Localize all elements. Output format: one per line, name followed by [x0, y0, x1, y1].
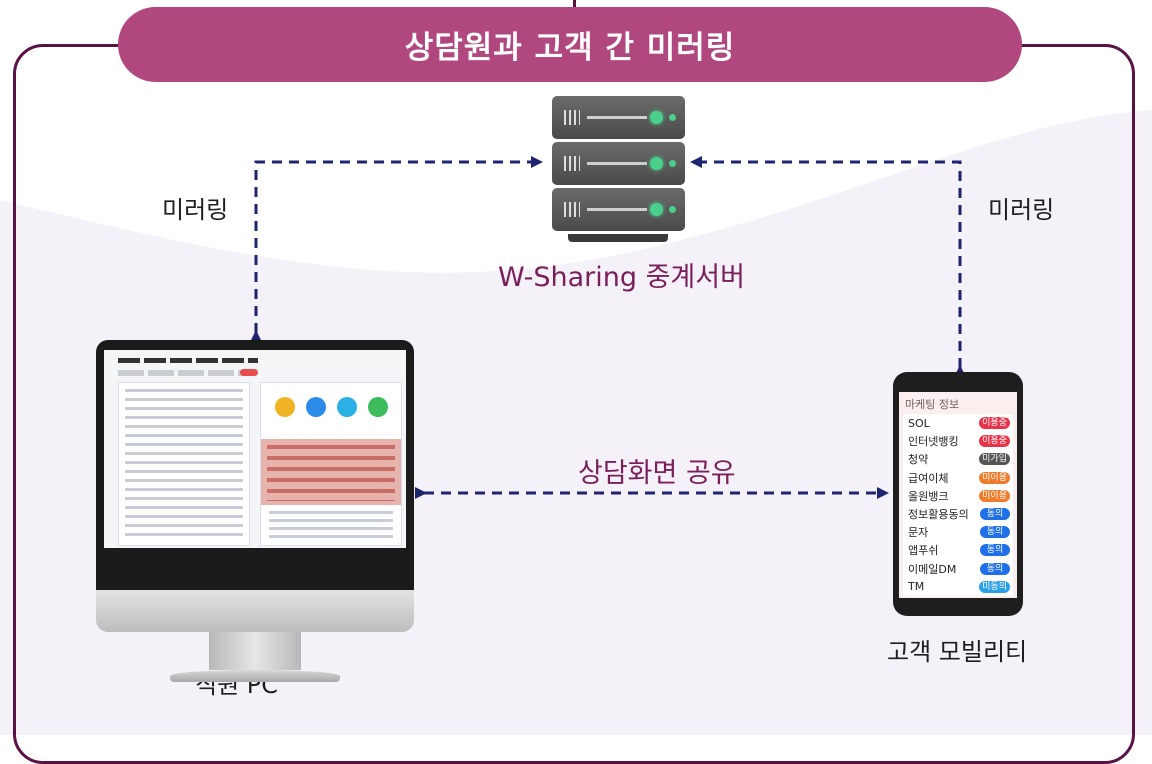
status-badge: 동의 — [980, 508, 1010, 521]
status-badge: 동의 — [980, 544, 1010, 557]
phone-item-label: 앱푸쉬 — [908, 544, 939, 558]
status-badge: 이용중 — [979, 417, 1010, 430]
share-label: 상담화면 공유 — [578, 458, 736, 489]
phone-list-item: 청약 미가입 — [903, 450, 1013, 468]
phone-item-label: 올원뱅크 — [908, 489, 949, 503]
top-connector-line — [573, 0, 576, 12]
phone-item-label: SOL — [908, 416, 930, 430]
status-badge: 미이용 — [979, 489, 1010, 502]
monitor-screen — [104, 350, 406, 548]
phone-item-label: 정보활용동의 — [908, 508, 969, 522]
mobile-label: 고객 모빌리티 — [887, 638, 1028, 666]
phone-title: 마케팅 정보 — [905, 398, 960, 411]
status-badge: 미가입 — [979, 453, 1010, 466]
mirror-label-left: 미러링 — [162, 196, 229, 224]
server-label: W-Sharing 중계서버 — [498, 262, 745, 293]
phone-list-item: SOL 이용중 — [903, 414, 1013, 432]
server-icon — [552, 96, 685, 242]
status-badge: 미동의 — [979, 580, 1010, 593]
status-badge: 동의 — [980, 562, 1010, 575]
diagram-title: 상담원과 고객 간 미러링 — [118, 7, 1022, 82]
mirror-label-right: 미러링 — [988, 196, 1055, 224]
phone-list-item: 문자 동의 — [903, 523, 1013, 541]
phone-list-item: TM 미동의 — [903, 578, 1013, 596]
phone-list-item: 이메일DM 동의 — [903, 560, 1013, 578]
status-badge: 미이용 — [979, 471, 1010, 484]
phone-item-label: 문자 — [908, 526, 929, 540]
phone-item-label: 인터넷뱅킹 — [908, 435, 959, 449]
phone-list-item: 급여이체 미이용 — [903, 469, 1013, 487]
phone-item-label: 청약 — [908, 453, 929, 467]
monitor-icon — [96, 340, 414, 682]
status-badge: 동의 — [980, 526, 1010, 539]
phone-list-item: 올원뱅크 미이용 — [903, 487, 1013, 505]
phone-item-label: 급여이체 — [908, 471, 949, 485]
status-badge: 이용중 — [979, 435, 1010, 448]
phone-item-label: TM — [908, 580, 925, 594]
phone-list-item: 인터넷뱅킹 이용중 — [903, 432, 1013, 450]
phone-list-item: 정보활용동의 동의 — [903, 505, 1013, 523]
phone-list-item: 앱푸쉬 동의 — [903, 541, 1013, 559]
phone-item-label: 이메일DM — [908, 562, 957, 576]
